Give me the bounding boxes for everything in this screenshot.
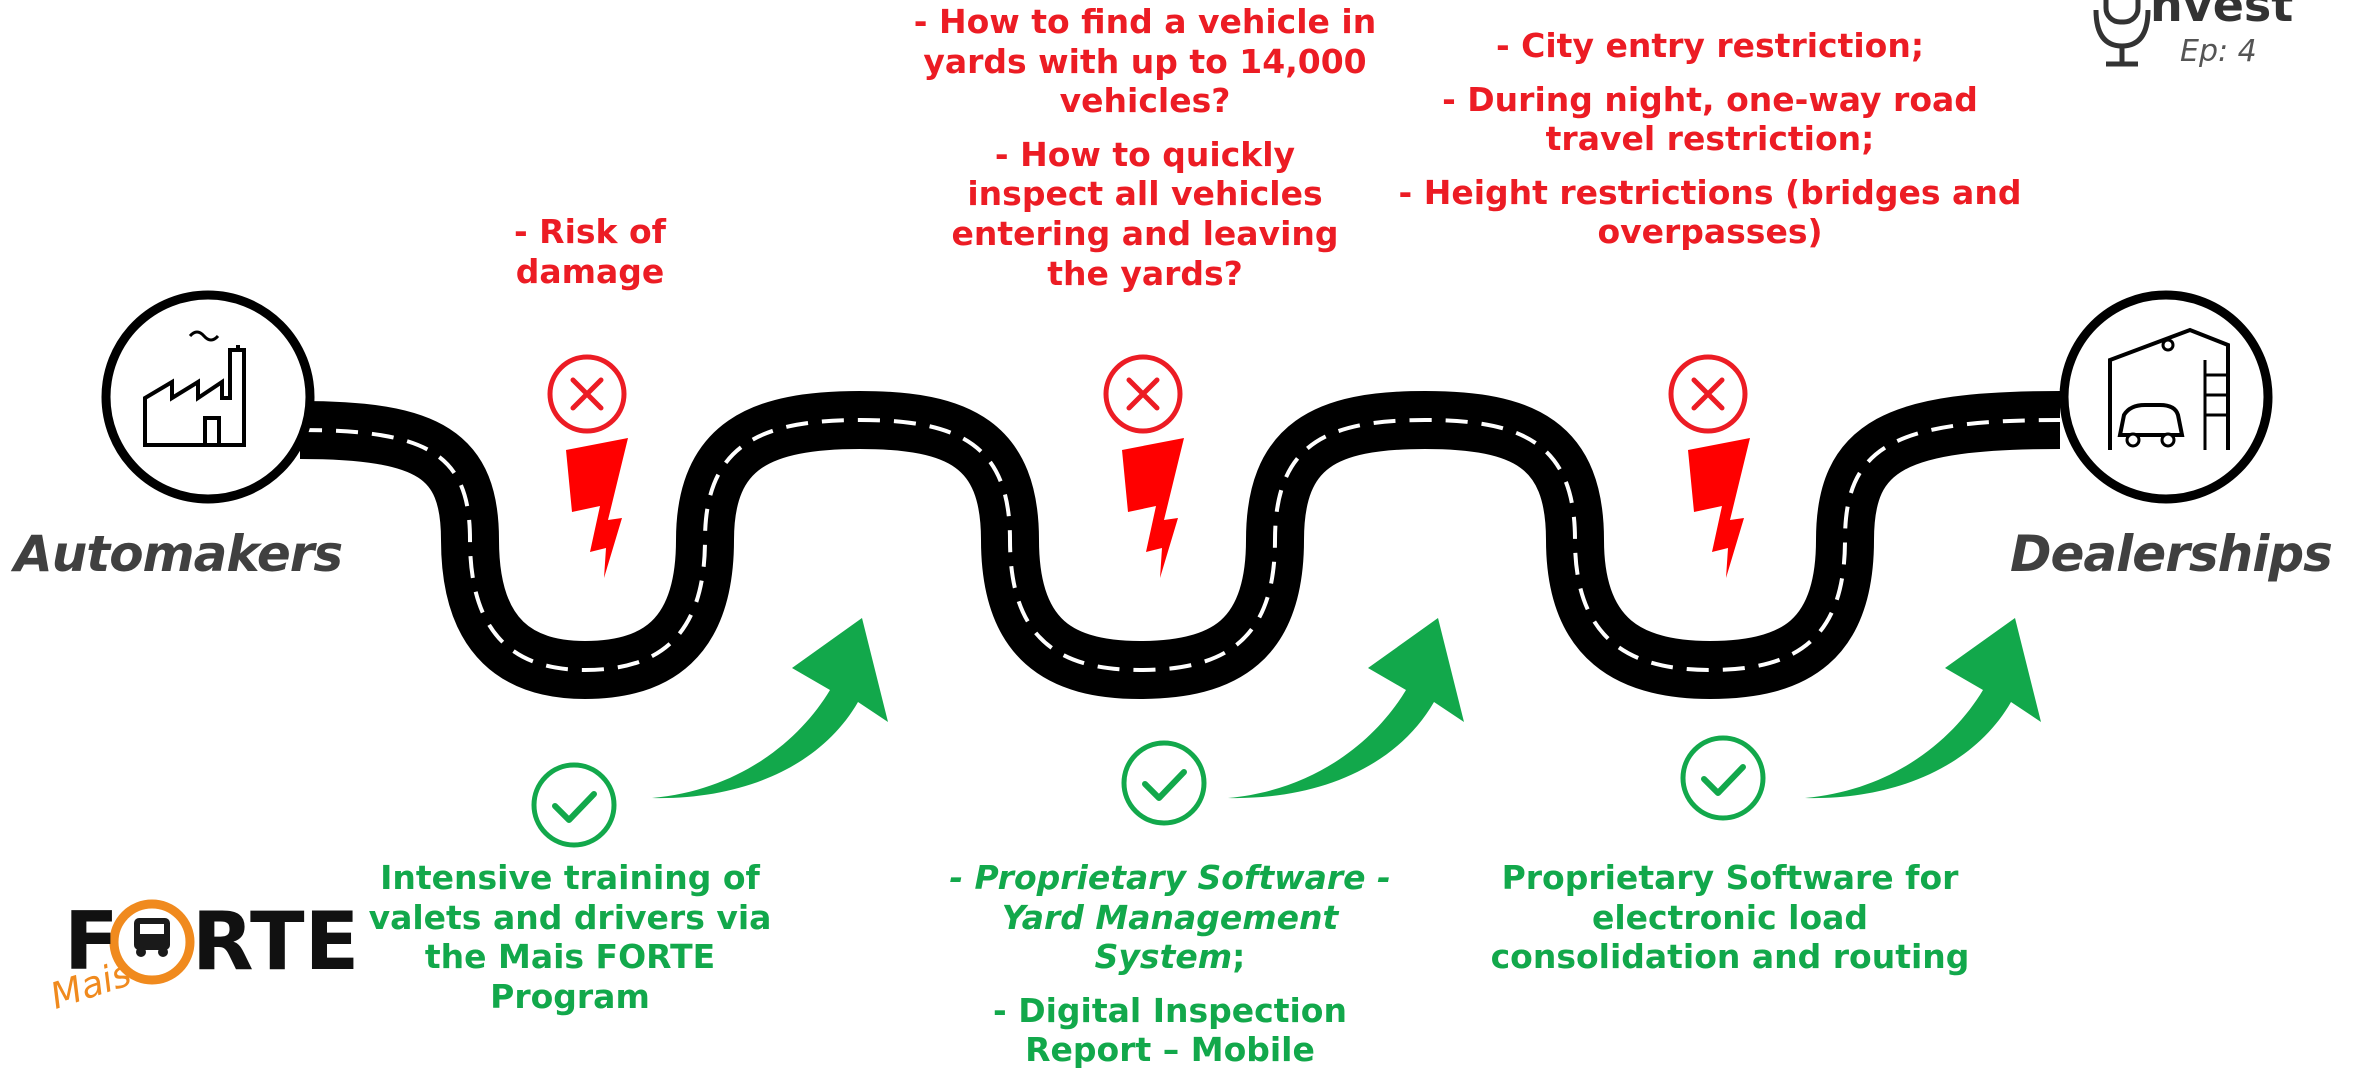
lightning-bolt-icon: [566, 438, 628, 578]
x-circle-icon: [547, 354, 627, 434]
solution-italic-suffix: ;: [1232, 937, 1246, 977]
factory-icon: [101, 290, 315, 504]
forte-logo: F RTE Mais: [46, 895, 360, 1018]
solution-italic: - Proprietary Software - Yard Management…: [949, 858, 1391, 977]
curved-arrow-icon: [1228, 618, 1464, 799]
podcast-brand: nvest: [2150, 0, 2294, 32]
solution-line: Intensive training of valets and drivers…: [368, 858, 772, 1016]
challenge-line: - Height restrictions (bridges and overp…: [1398, 172, 2022, 252]
forte-logo-mark: [109, 899, 195, 985]
lightning-bolt-icon: [1122, 438, 1184, 578]
challenge-line: - During night, one-way road travel rest…: [1442, 79, 1978, 159]
logo-letter-f: F: [64, 895, 119, 988]
episode-label: Ep: 4: [2180, 34, 2257, 69]
challenge-2: - How to find a vehicle in yards with up…: [905, 2, 1385, 307]
garage-car-icon: [2059, 290, 2273, 504]
challenge-3: - City entry restriction; - During night…: [1380, 26, 2040, 266]
end-label: Dealerships: [2010, 525, 2333, 583]
x-circle-icon: [1668, 354, 1748, 434]
challenge-line: - Risk of damage: [513, 212, 666, 291]
solution-1: Intensive training of valets and drivers…: [350, 858, 790, 1030]
solution-line: - Digital Inspection Report – Mobile: [993, 990, 1347, 1070]
solution-3: Proprietary Software for electronic load…: [1480, 858, 1980, 991]
microphone-icon: [2093, 0, 2151, 67]
challenge-1: - Risk of damage: [470, 212, 710, 305]
logo-letters-rte: RTE: [192, 895, 360, 988]
check-circle-icon: [1121, 740, 1207, 826]
challenge-line: - City entry restriction;: [1495, 26, 1925, 65]
road-center-dashes: [299, 417, 2061, 673]
lightning-bolt-icon: [1688, 438, 1750, 578]
curved-arrow-icon: [652, 618, 888, 799]
solution-line: Proprietary Software for electronic load…: [1490, 858, 1970, 977]
solution-2: - Proprietary Software - Yard Management…: [925, 858, 1415, 1084]
challenge-line: - How to quickly inspect all vehicles en…: [951, 134, 1339, 293]
check-circle-icon: [1680, 735, 1766, 821]
start-label: Automakers: [14, 525, 343, 583]
check-circle-icon: [531, 762, 617, 848]
challenge-line: - How to find a vehicle in yards with up…: [913, 2, 1377, 121]
winding-road: [299, 390, 2061, 700]
x-circle-icon: [1103, 354, 1183, 434]
curved-arrow-icon: [1805, 618, 2041, 799]
solution-line: - Proprietary Software - Yard Management…: [925, 858, 1415, 977]
